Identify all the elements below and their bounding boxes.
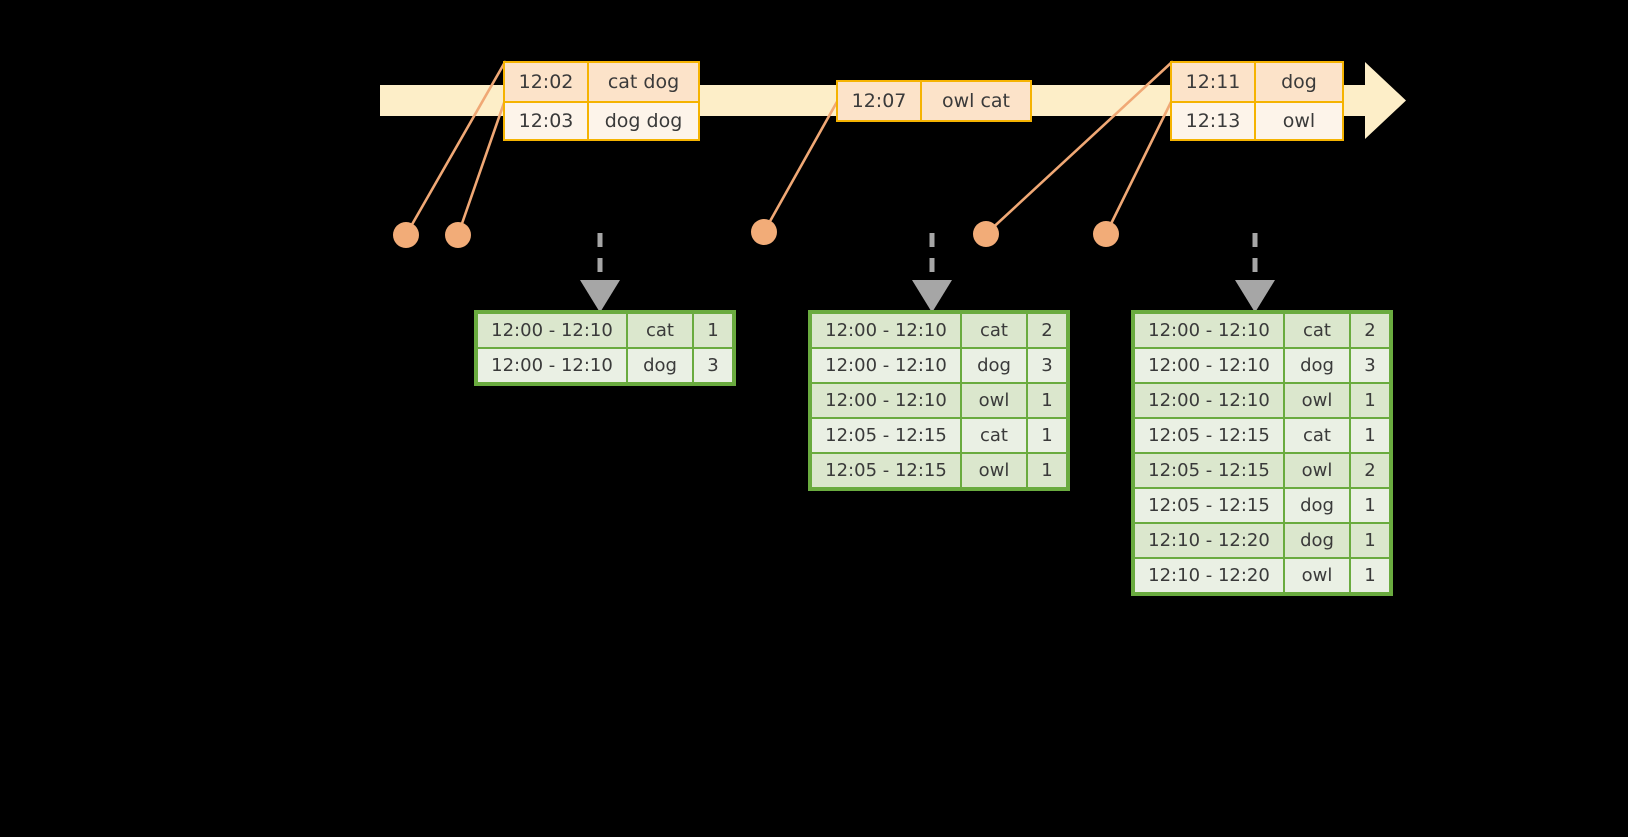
connector-dot bbox=[751, 219, 777, 245]
cell-window: 12:05 - 12:15 bbox=[1135, 454, 1283, 487]
cell-window: 12:00 - 12:10 bbox=[1135, 349, 1283, 382]
cell-word: dog bbox=[1285, 489, 1349, 522]
event-time: 12:13 bbox=[1172, 103, 1256, 139]
timeline-event-row[interactable]: 12:02 cat dog bbox=[505, 63, 698, 101]
cell-count: 1 bbox=[1351, 384, 1389, 417]
table-row[interactable]: 12:00 - 12:10 owl 1 bbox=[812, 384, 1066, 417]
cell-word: owl bbox=[1285, 384, 1349, 417]
cell-window: 12:05 - 12:15 bbox=[812, 419, 960, 452]
result-table-2[interactable]: 12:00 - 12:10 cat 2 12:00 - 12:10 dog 3 … bbox=[808, 310, 1070, 491]
cell-count: 1 bbox=[1351, 419, 1389, 452]
table-row[interactable]: 12:05 - 12:15 owl 1 bbox=[812, 454, 1066, 487]
cell-count: 3 bbox=[1028, 349, 1066, 382]
event-words: cat dog bbox=[607, 71, 680, 93]
cell-window: 12:05 - 12:15 bbox=[1135, 489, 1283, 522]
cell-window: 12:00 - 12:10 bbox=[1135, 314, 1283, 347]
timeline-event-row[interactable]: 12:13 owl bbox=[1172, 101, 1342, 139]
cell-window: 12:00 - 12:10 bbox=[812, 349, 960, 382]
timeline-event-group-3[interactable]: 12:11 dog 12:13 owl bbox=[1170, 61, 1344, 141]
event-words: owl bbox=[1282, 110, 1316, 132]
event-time: 12:07 bbox=[838, 82, 922, 120]
cell-word: cat bbox=[628, 314, 692, 347]
connector-dots bbox=[393, 219, 1119, 248]
table-row[interactable]: 12:00 - 12:10 owl 1 bbox=[1135, 384, 1389, 417]
table-row[interactable]: 12:00 - 12:10 cat 2 bbox=[812, 314, 1066, 347]
event-words: dog dog bbox=[604, 110, 683, 132]
cell-window: 12:00 - 12:10 bbox=[812, 384, 960, 417]
cell-count: 3 bbox=[694, 349, 732, 382]
table-row[interactable]: 12:00 - 12:10 cat 1 bbox=[478, 314, 732, 347]
cell-word: owl bbox=[1285, 559, 1349, 592]
cell-window: 12:00 - 12:10 bbox=[478, 349, 626, 382]
cell-word: dog bbox=[1285, 349, 1349, 382]
table-row[interactable]: 12:05 - 12:15 cat 1 bbox=[812, 419, 1066, 452]
timeline-event-group-1[interactable]: 12:02 cat dog 12:03 dog dog bbox=[503, 61, 700, 141]
cell-word: owl bbox=[962, 384, 1026, 417]
cell-word: dog bbox=[628, 349, 692, 382]
event-time: 12:03 bbox=[505, 103, 589, 139]
cell-word: dog bbox=[1285, 524, 1349, 557]
table-row[interactable]: 12:10 - 12:20 owl 1 bbox=[1135, 559, 1389, 592]
timeline-event-row[interactable]: 12:11 dog bbox=[1172, 63, 1342, 101]
timeline-event-group-2[interactable]: 12:07 owl cat bbox=[836, 80, 1032, 122]
event-time: 12:02 bbox=[505, 63, 589, 101]
cell-count: 1 bbox=[1028, 384, 1066, 417]
connector-dot bbox=[1093, 221, 1119, 247]
cell-window: 12:05 - 12:15 bbox=[812, 454, 960, 487]
table-row[interactable]: 12:00 - 12:10 cat 2 bbox=[1135, 314, 1389, 347]
cell-window: 12:00 - 12:10 bbox=[812, 314, 960, 347]
cell-word: owl bbox=[962, 454, 1026, 487]
table-row[interactable]: 12:00 - 12:10 dog 3 bbox=[478, 349, 732, 382]
connector-dot bbox=[393, 222, 419, 248]
cell-count: 1 bbox=[694, 314, 732, 347]
event-words: owl cat bbox=[941, 90, 1011, 112]
cell-count: 1 bbox=[1028, 454, 1066, 487]
table-row[interactable]: 12:00 - 12:10 dog 3 bbox=[812, 349, 1066, 382]
table-row[interactable]: 12:05 - 12:15 owl 2 bbox=[1135, 454, 1389, 487]
result-table-3[interactable]: 12:00 - 12:10 cat 2 12:00 - 12:10 dog 3 … bbox=[1131, 310, 1393, 596]
table-row[interactable]: 12:05 - 12:15 cat 1 bbox=[1135, 419, 1389, 452]
cell-count: 1 bbox=[1028, 419, 1066, 452]
cell-word: cat bbox=[962, 314, 1026, 347]
connector-dot bbox=[445, 222, 471, 248]
event-words: dog bbox=[1281, 71, 1317, 93]
cell-count: 2 bbox=[1028, 314, 1066, 347]
cell-count: 1 bbox=[1351, 489, 1389, 522]
cell-count: 1 bbox=[1351, 524, 1389, 557]
cell-window: 12:10 - 12:20 bbox=[1135, 559, 1283, 592]
cell-window: 12:10 - 12:20 bbox=[1135, 524, 1283, 557]
cell-word: dog bbox=[962, 349, 1026, 382]
cell-count: 1 bbox=[1351, 559, 1389, 592]
cell-count: 2 bbox=[1351, 314, 1389, 347]
dashed-emit-arrows bbox=[580, 233, 1275, 313]
cell-window: 12:00 - 12:10 bbox=[478, 314, 626, 347]
cell-word: cat bbox=[962, 419, 1026, 452]
cell-word: cat bbox=[1285, 419, 1349, 452]
cell-window: 12:05 - 12:15 bbox=[1135, 419, 1283, 452]
table-row[interactable]: 12:00 - 12:10 dog 3 bbox=[1135, 349, 1389, 382]
table-row[interactable]: 12:05 - 12:15 dog 1 bbox=[1135, 489, 1389, 522]
timeline-event-row[interactable]: 12:03 dog dog bbox=[505, 101, 698, 139]
event-time: 12:11 bbox=[1172, 63, 1256, 101]
cell-count: 3 bbox=[1351, 349, 1389, 382]
cell-word: owl bbox=[1285, 454, 1349, 487]
result-table-1[interactable]: 12:00 - 12:10 cat 1 12:00 - 12:10 dog 3 bbox=[474, 310, 736, 386]
timeline-event-row[interactable]: 12:07 owl cat bbox=[838, 82, 1030, 120]
connector-dot bbox=[973, 221, 999, 247]
table-row[interactable]: 12:10 - 12:20 dog 1 bbox=[1135, 524, 1389, 557]
cell-window: 12:00 - 12:10 bbox=[1135, 384, 1283, 417]
cell-count: 2 bbox=[1351, 454, 1389, 487]
cell-word: cat bbox=[1285, 314, 1349, 347]
